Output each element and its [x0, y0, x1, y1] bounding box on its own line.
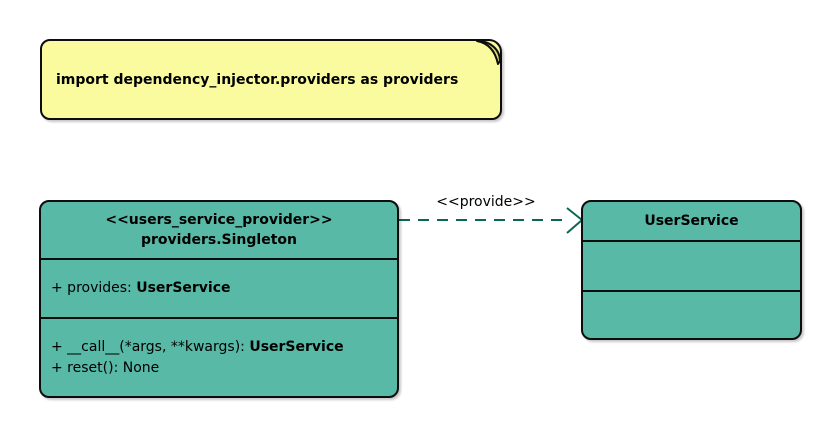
provider-class-attributes-section: + provides: UserService	[41, 258, 397, 317]
attribute-provides-type: UserService	[136, 280, 231, 296]
provider-class-methods-section: + __call__(*args, **kwargs): UserService…	[41, 317, 397, 396]
method-call-type: UserService	[249, 338, 344, 355]
service-class-header: UserService	[644, 213, 739, 229]
provider-class-header: <<users_service_provider>> providers.Sin…	[41, 202, 397, 258]
attribute-provides-prefix: + provides:	[51, 280, 137, 296]
provide-edge-arrowhead-icon	[566, 207, 584, 234]
provider-class-stereotype: <<users_service_provider>>	[105, 212, 333, 228]
method-call: + __call__(*args, **kwargs): UserService	[51, 337, 397, 358]
provider-class-box: <<users_service_provider>> providers.Sin…	[39, 200, 399, 398]
service-class-box: UserService	[581, 200, 802, 340]
attribute-provides: + provides: UserService	[51, 278, 397, 299]
provide-edge-label: <<provide>>	[436, 194, 536, 210]
service-class-methods-section	[583, 290, 800, 338]
import-note: import dependency_injector.providers as …	[40, 39, 502, 120]
method-reset: + reset(): None	[51, 359, 160, 376]
provider-class-name: providers.Singleton	[141, 232, 297, 248]
import-note-text: import dependency_injector.providers as …	[56, 71, 459, 88]
service-class-attributes-section	[583, 240, 800, 290]
method-call-prefix: + __call__(*args, **kwargs):	[51, 338, 250, 355]
note-folded-corner-icon	[476, 40, 501, 65]
